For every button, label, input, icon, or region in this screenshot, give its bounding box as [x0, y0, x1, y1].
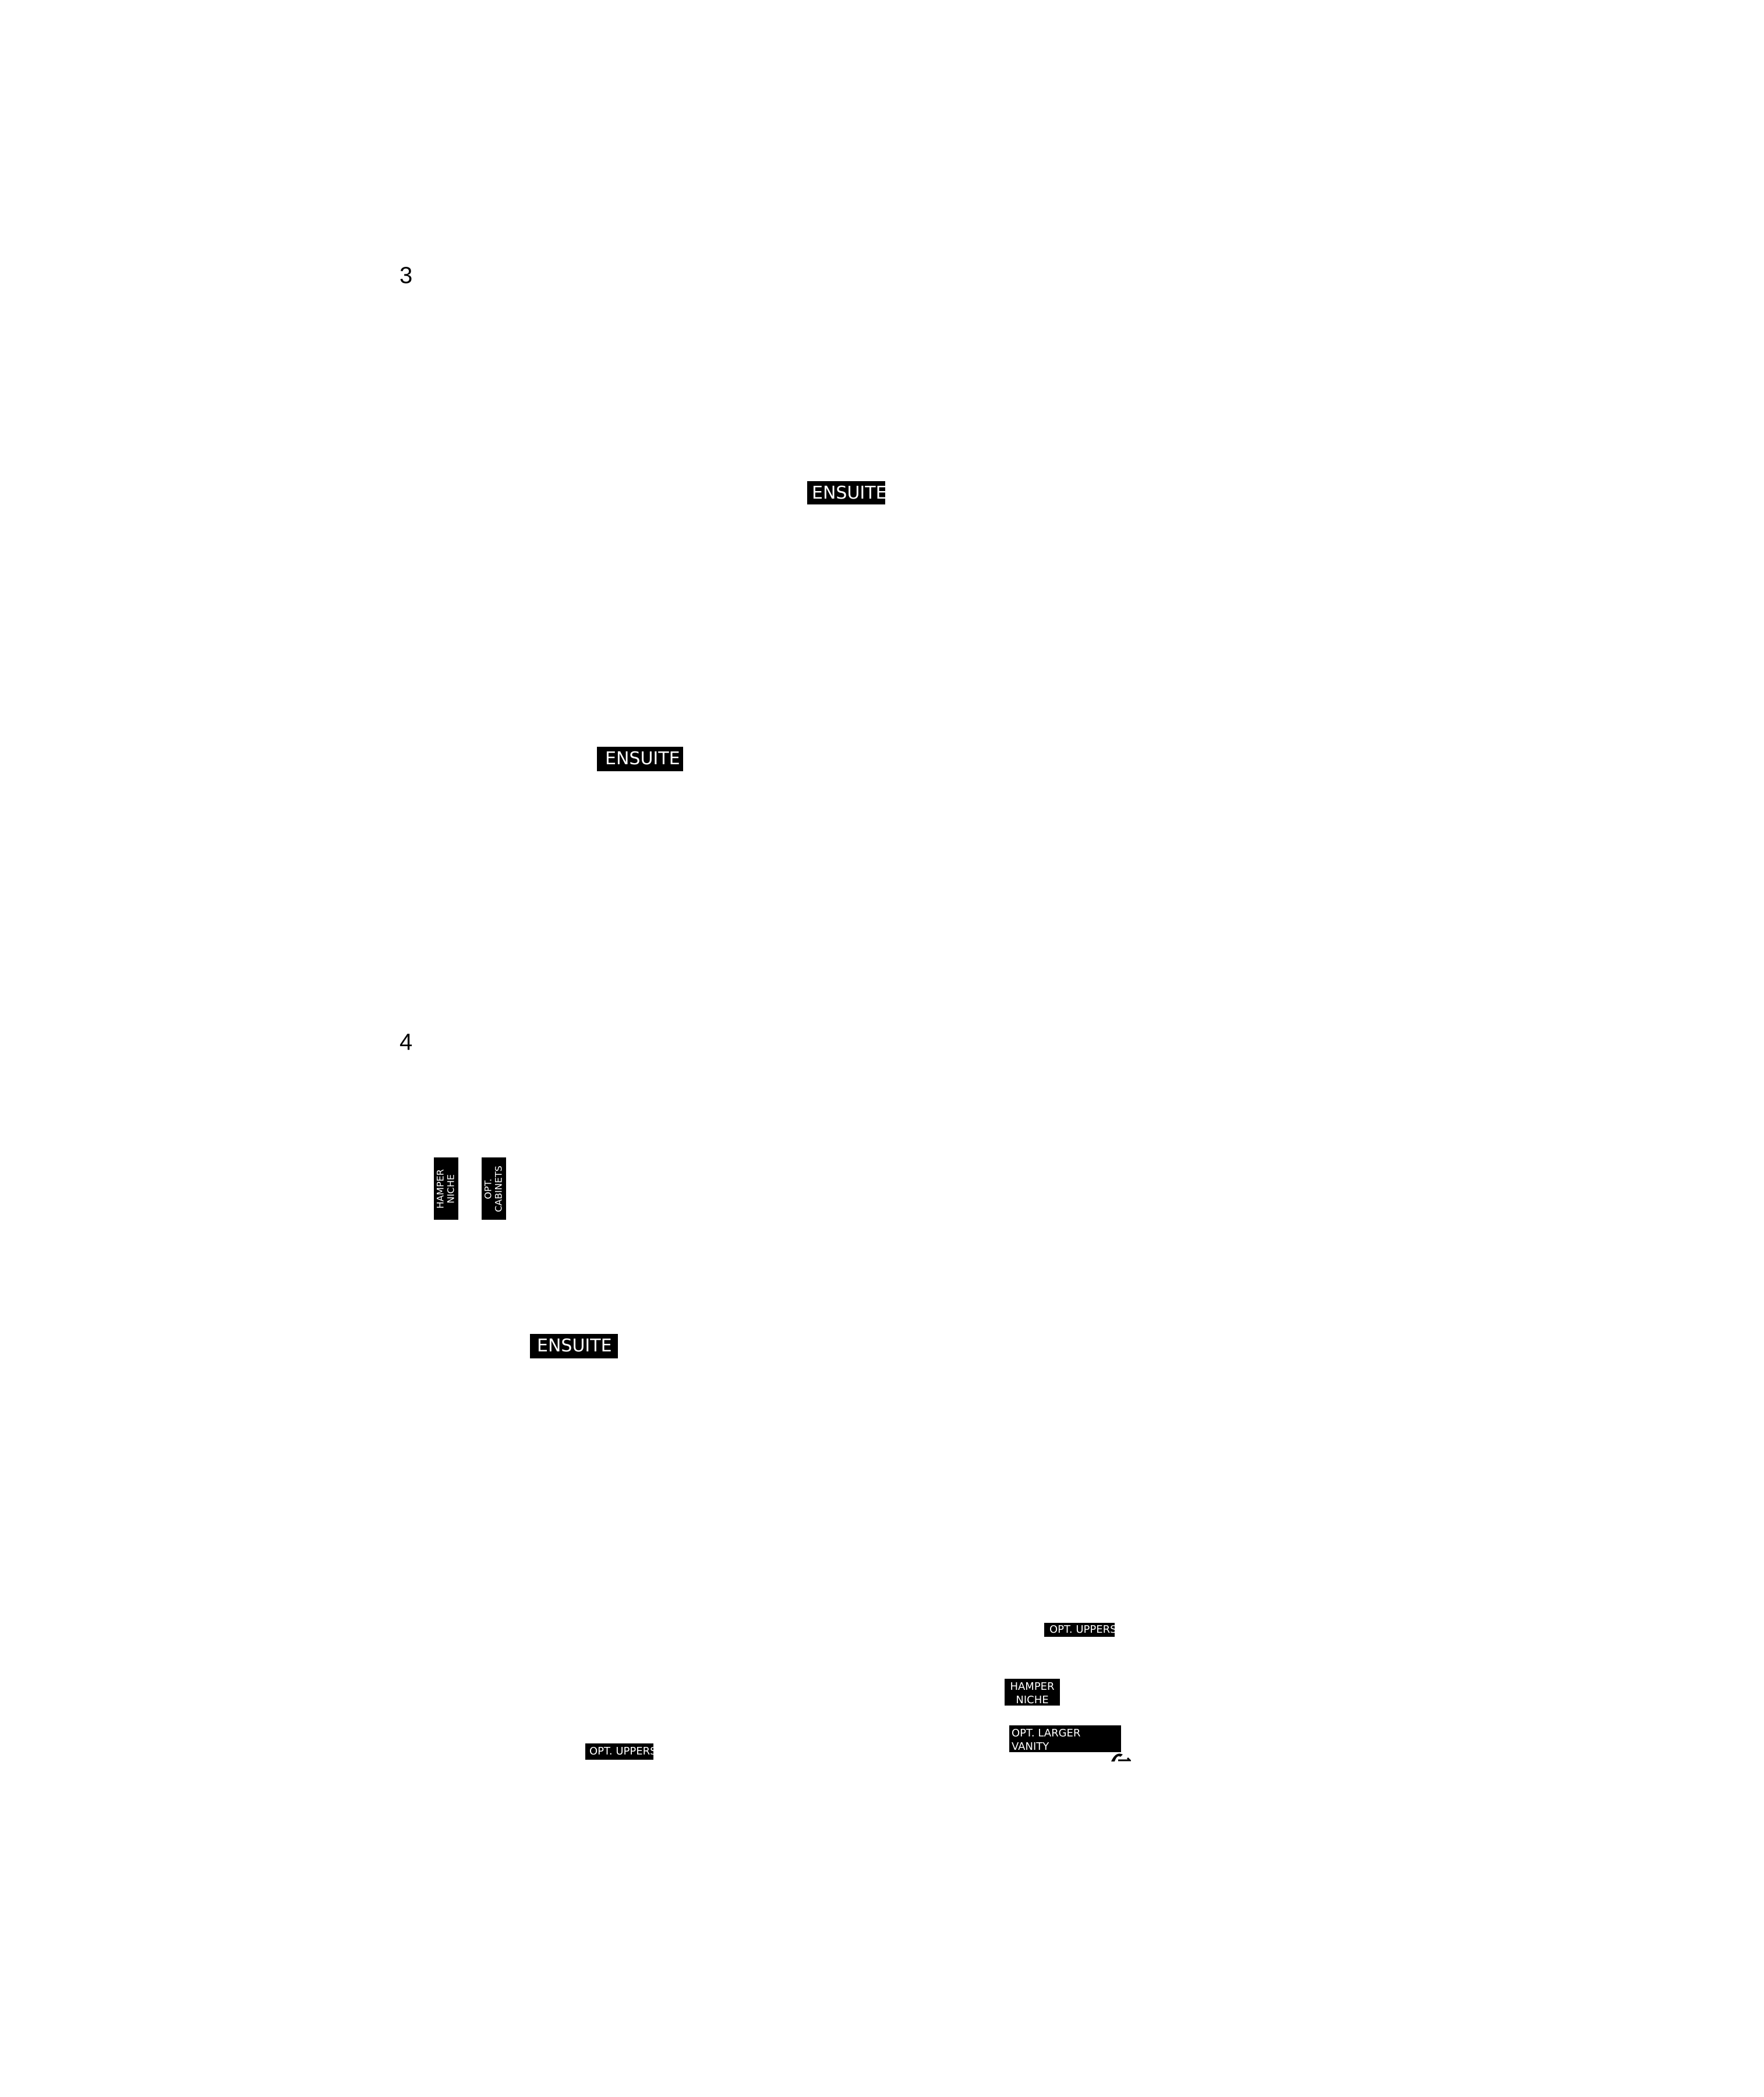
- ensuite-tag-upper: ENSUITE: [807, 481, 887, 504]
- plan-option-4-label: 4: [400, 1029, 413, 1055]
- plan-option-3-label: 3: [400, 263, 413, 288]
- hamper-niche-right-line-2: NICHE: [1016, 1693, 1049, 1706]
- opt-larger-vanity-tag: OPT. LARGER VANITY W/ DBL SINKS: [1009, 1725, 1121, 1766]
- hamper-niche-tag-right: HAMPER NICHE: [1005, 1679, 1060, 1706]
- opt-uppers-tag-right: OPT. UPPERS: [1044, 1623, 1117, 1637]
- hamper-niche-line-1: HAMPER: [434, 1168, 446, 1209]
- opt-cabinets-vertical-tag: OPT. CABINETS: [482, 1157, 506, 1220]
- ensuite-tag-lower: ENSUITE: [530, 1334, 618, 1358]
- hamper-niche-line-2: NICHE: [446, 1174, 457, 1203]
- ensuite-tag-middle: ENSUITE: [597, 747, 683, 771]
- opt-larger-vanity-line-1: OPT. LARGER VANITY: [1012, 1727, 1081, 1753]
- opt-larger-vanity-line-2: W/ DBL SINKS: [1012, 1753, 1084, 1766]
- opt-cabinets-vertical-text: OPT. CABINETS: [483, 1166, 505, 1212]
- hamper-niche-right-line-1: HAMPER: [1010, 1681, 1055, 1693]
- opt-cabinets-line-2: CABINETS: [493, 1165, 504, 1212]
- opt-cabinets-line-1: OPT.: [482, 1178, 494, 1199]
- hamper-niche-vertical-text: HAMPER NICHE: [434, 1168, 457, 1209]
- curved-arrow-icon: [1111, 1753, 1131, 1761]
- opt-uppers-tag-left: OPT. UPPERS: [585, 1743, 657, 1760]
- hamper-niche-vertical-tag: HAMPER NICHE: [434, 1157, 458, 1220]
